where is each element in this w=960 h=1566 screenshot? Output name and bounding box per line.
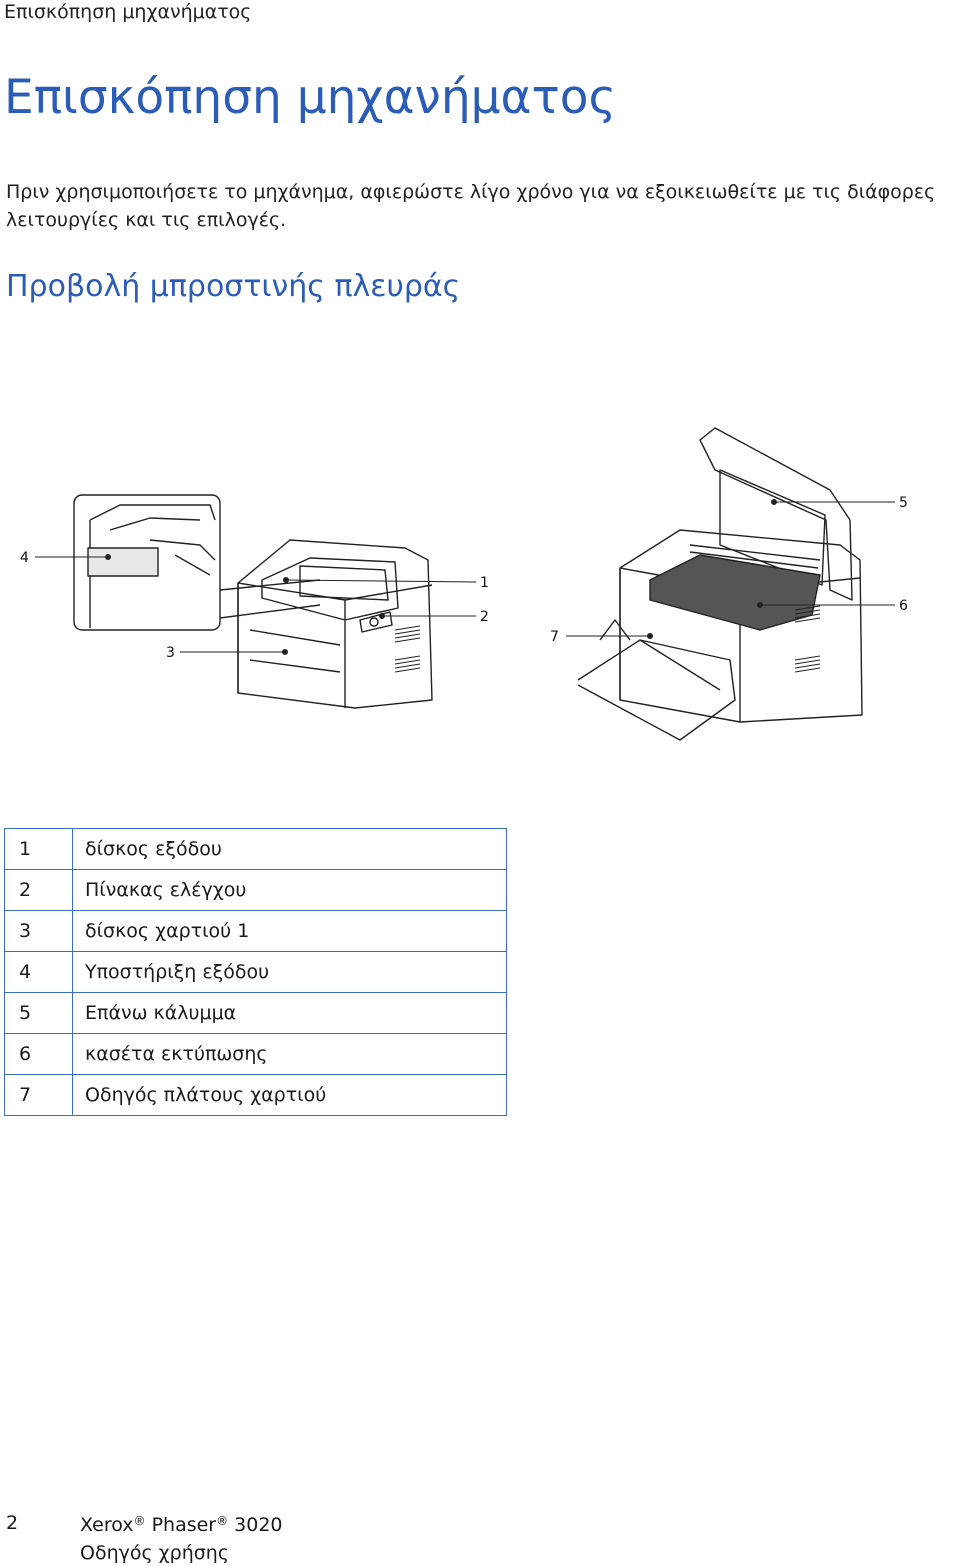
legend-label: δίσκος χαρτιού 1 [72,910,507,952]
top-cover-inner [719,469,826,586]
legend-number: 6 [4,1033,73,1075]
top-cover-open [699,427,853,601]
footer-page-number: 2 [6,1512,19,1534]
section-title: Προβολή μπροστινής πλευράς [6,269,461,304]
legend-number: 1 [4,828,73,870]
legend-label: Επάνω κάλυμμα [72,992,507,1034]
output-tray-outline [261,557,399,621]
footer-doc-title: Οδηγός χρήσης [80,1542,229,1564]
output-support-tab [87,547,159,577]
table-row: 1 δίσκος εξόδου [4,828,507,870]
leader-7-dot [647,633,653,639]
callout-2: 2 [480,609,489,625]
paper-tray-lines [249,629,341,673]
table-row: 4 Υποστήριξη εξόδου [4,951,507,993]
registered-mark: ® [133,1514,146,1528]
callout-3: 3 [166,645,175,661]
footer-product-info: Xerox® Phaser® 3020 Οδηγός χρήσης [80,1512,283,1566]
legend-label: Οδηγός πλάτους χαρτιού [72,1074,507,1116]
callout-4: 4 [20,550,29,566]
callout-6: 6 [899,598,908,614]
parts-legend-table: 1 δίσκος εξόδου 2 Πίνακας ελέγχου 3 δίσκ… [4,828,507,1116]
table-row: 7 Οδηγός πλάτους χαρτιού [4,1074,507,1116]
footer-product-name: Phaser [151,1514,217,1536]
printer-open-body [619,529,863,723]
leader-1 [285,579,477,583]
legend-label: κασέτα εκτύπωσης [72,1033,507,1075]
leader-5-dot [771,499,777,505]
registered-mark: ® [216,1514,229,1528]
running-header: Επισκόπηση μηχανήματος [4,1,252,23]
legend-number: 7 [4,1074,73,1116]
fuser-rollers [689,544,821,569]
table-row: 3 δίσκος χαρτιού 1 [4,910,507,952]
callout-1: 1 [480,575,489,591]
printer-illustration: 1 2 3 4 5 6 7 [20,427,908,741]
legend-label: Πίνακας ελέγχου [72,869,507,911]
table-row: 6 κασέτα εκτύπωσης [4,1033,507,1075]
legend-number: 3 [4,910,73,952]
legend-number: 5 [4,992,73,1034]
inset-connector [219,579,321,619]
leader-4-dot [105,554,111,560]
leader-6-dot [757,602,763,608]
legend-number: 4 [4,951,73,993]
print-cartridge-shape [649,554,821,631]
paper-width-guide-shape [599,619,721,691]
table-row: 5 Επάνω κάλυμμα [4,992,507,1034]
leader-1-dot [283,577,289,583]
table-row: 2 Πίνακας ελέγχου [4,869,507,911]
power-button-shape [369,617,379,627]
callout-7: 7 [550,629,559,645]
intro-paragraph: Πριν χρησιμοποιήσετε το μηχάνημα, αφιερώ… [6,181,936,231]
leader-3-dot [282,649,288,655]
legend-label: Υποστήριξη εξόδου [72,951,507,993]
inset-frame [73,494,221,631]
paper-tray-open [577,639,736,741]
vent-right [794,605,821,673]
legend-number: 2 [4,869,73,911]
leader-2-dot [379,613,385,619]
printer-closed-body [237,539,433,709]
footer-product-line: Xerox® Phaser® 3020 [80,1512,283,1540]
footer-brand-name: Xerox [80,1514,134,1536]
printer-front-view-figure: 1 2 3 4 5 6 7 [0,420,960,760]
vent-left [394,625,421,673]
footer-model: 3020 [234,1514,283,1536]
printer-closed-edges [237,582,433,708]
legend-label: δίσκος εξόδου [72,828,507,870]
output-tray-slot [299,565,389,601]
page-title: Επισκόπηση μηχανήματος [4,70,617,125]
callout-5: 5 [899,495,908,511]
